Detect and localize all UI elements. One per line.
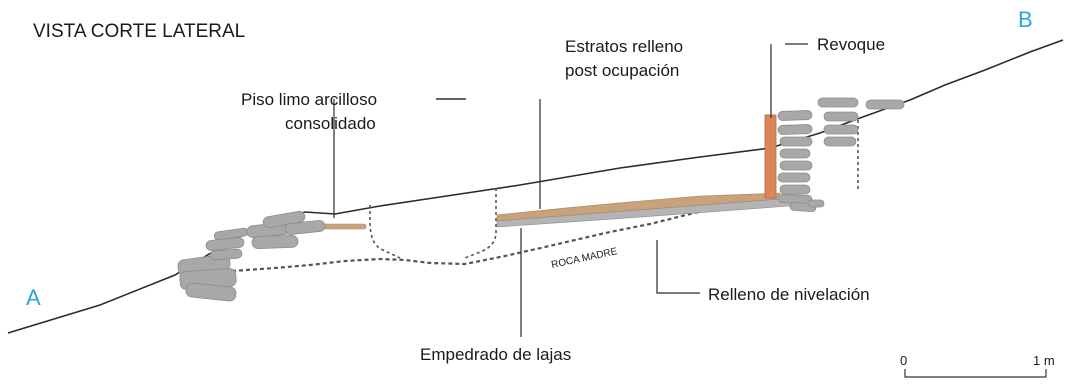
stone-block bbox=[777, 110, 813, 121]
leader-revoque bbox=[770, 43, 808, 118]
label-piso-line2: consolidado bbox=[285, 114, 376, 133]
middle-pit-outline bbox=[464, 188, 497, 259]
leader-relleno bbox=[656, 240, 700, 294]
label-empedrado: Empedrado de lajas bbox=[420, 345, 571, 364]
stone-block bbox=[823, 124, 859, 135]
scale-bar: 0 1 m bbox=[900, 353, 1055, 378]
scale-start-label: 0 bbox=[900, 353, 907, 368]
scale-bar-line bbox=[904, 369, 1047, 378]
leader-lines bbox=[333, 43, 808, 337]
stone-block bbox=[779, 184, 811, 195]
label-revoque: Revoque bbox=[817, 35, 885, 54]
stone-block bbox=[865, 99, 905, 110]
stone-block bbox=[823, 111, 859, 122]
diagram-title: VISTA CORTE LATERAL bbox=[33, 21, 245, 42]
label-roca-madre: ROCA MADRE bbox=[550, 246, 618, 271]
label-estratos-line2: post ocupación bbox=[565, 61, 679, 80]
label-estratos-line1: Estratos relleno bbox=[565, 37, 683, 56]
ground-surface-line bbox=[7, 39, 1064, 334]
stone-block bbox=[823, 136, 857, 147]
stone-block bbox=[779, 148, 811, 159]
stone-blocks bbox=[177, 97, 905, 302]
left-pit-outline bbox=[369, 205, 401, 259]
stone-block bbox=[779, 160, 813, 171]
label-relleno-nivelacion: Relleno de nivelación bbox=[708, 285, 870, 304]
plaster-layer bbox=[764, 114, 777, 199]
stone-block bbox=[213, 227, 249, 241]
stone-block bbox=[807, 199, 825, 208]
bedrock-dashed-line bbox=[231, 196, 771, 273]
stone-block bbox=[209, 248, 243, 261]
stone-block bbox=[262, 210, 306, 229]
stone-block bbox=[777, 172, 811, 183]
point-b-label: B bbox=[1018, 7, 1033, 32]
label-piso-line1: Piso limo arcilloso bbox=[241, 90, 377, 109]
stone-block bbox=[817, 97, 859, 108]
stone-block bbox=[284, 220, 326, 235]
point-a-label: A bbox=[26, 285, 41, 310]
scale-end-label: 1 m bbox=[1033, 353, 1055, 368]
stone-block bbox=[779, 136, 813, 147]
stone-block bbox=[251, 235, 299, 249]
stone-block bbox=[777, 124, 813, 135]
stone-block bbox=[185, 282, 237, 302]
